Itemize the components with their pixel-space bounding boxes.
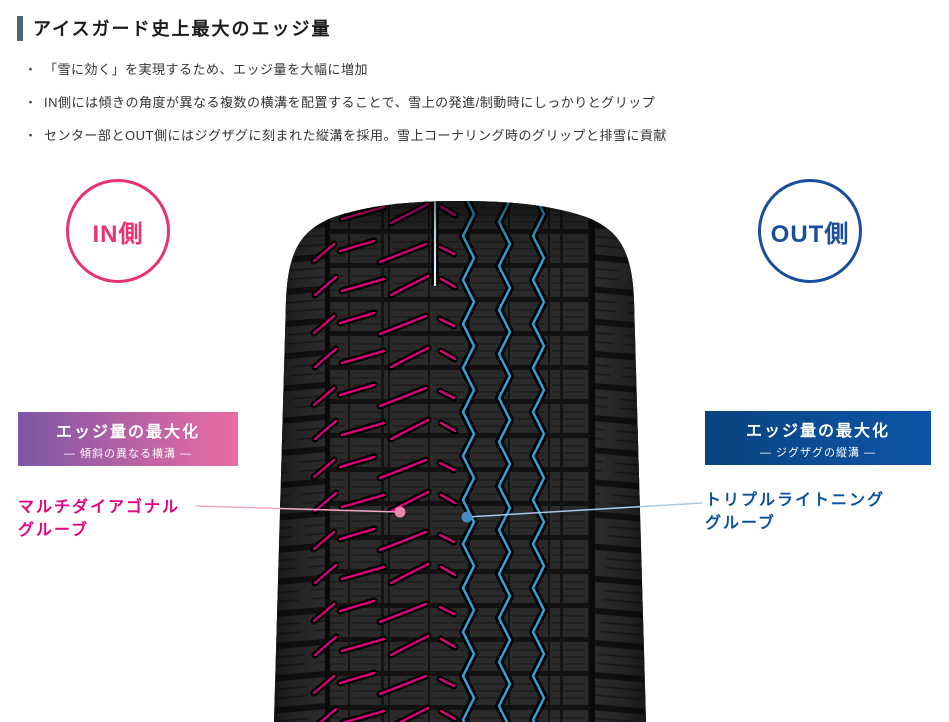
out-side-label: OUT側: [770, 220, 850, 248]
bullet-list: 「雪に効く」を実現するため、エッジ量を大幅に増加 IN側には傾きの角度が異なる複…: [24, 60, 667, 159]
header-accent-bar: [17, 15, 23, 41]
in-side-badge: IN側: [66, 179, 170, 283]
left-callout-subtitle: ― 傾斜の異なる横溝 ―: [63, 447, 193, 460]
tire-tread-illustration: [274, 201, 646, 722]
page-title: アイスガード史上最大のエッジ量: [33, 19, 332, 39]
right-callout-subtitle: ― ジグザグの縦溝 ―: [759, 446, 877, 459]
left-groove-caption-line1: マルチダイアゴナル: [18, 499, 181, 516]
right-callout-title: エッジ量の最大化: [745, 422, 890, 440]
left-groove-caption-line2: グルーブ: [18, 522, 90, 540]
out-side-badge: OUT側: [758, 179, 862, 283]
left-callout-title: エッジ量の最大化: [55, 423, 200, 441]
right-groove-caption-line1: トリプルライトニング: [705, 492, 886, 509]
left-callout-box: エッジ量の最大化 ― 傾斜の異なる横溝 ―: [18, 412, 238, 466]
right-groove-caption: トリプルライトニング グルーブ: [705, 489, 885, 535]
section-header: アイスガード史上最大のエッジ量: [17, 15, 332, 41]
left-groove-caption: マルチダイアゴナル グルーブ: [18, 496, 180, 542]
bullet-item: IN側には傾きの角度が異なる複数の横溝を配置することで、雪上の発進/制動時にしっ…: [24, 93, 667, 112]
bullet-item: センター部とOUT側にはジグザグに刻まれた縦溝を採用。雪上コーナリング時のグリッ…: [24, 126, 667, 145]
right-groove-caption-line2: グルーブ: [705, 515, 777, 533]
bullet-item: 「雪に効く」を実現するため、エッジ量を大幅に増加: [24, 60, 667, 79]
in-side-label: IN側: [92, 220, 144, 248]
right-callout-box: エッジ量の最大化 ― ジグザグの縦溝 ―: [705, 411, 931, 465]
